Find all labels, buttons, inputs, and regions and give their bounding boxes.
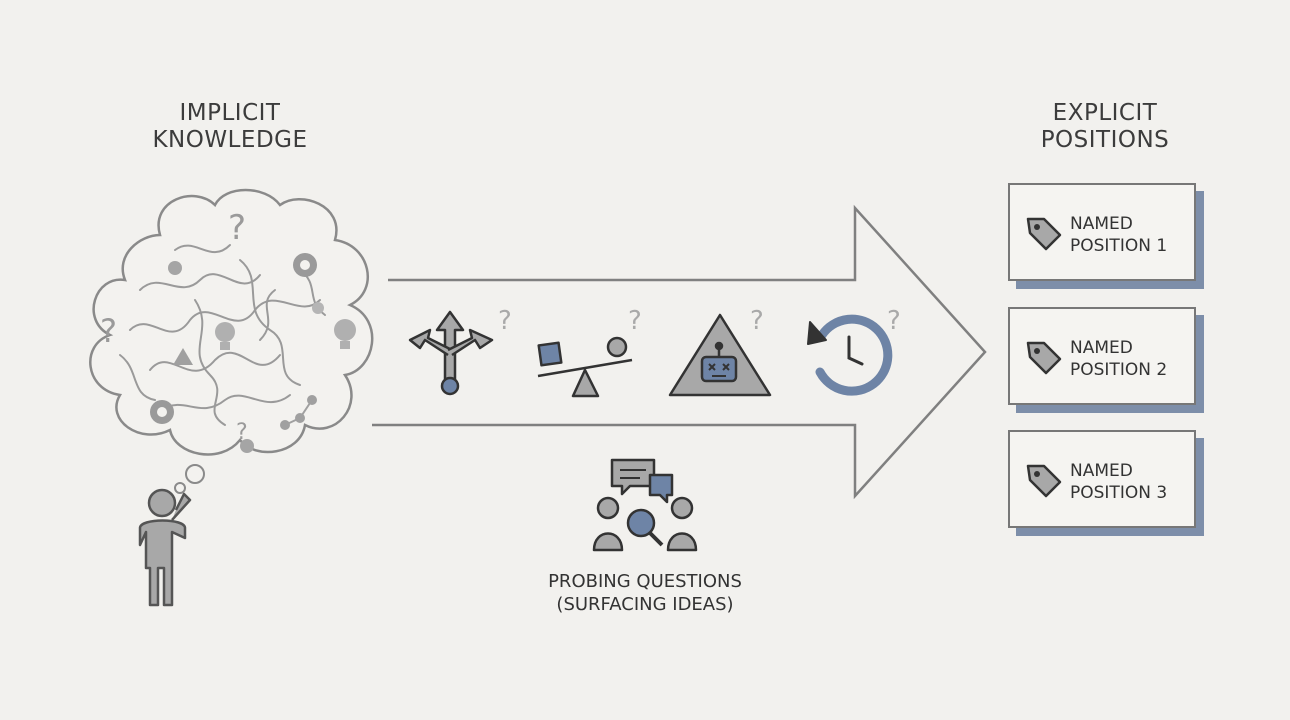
bubble-dot bbox=[312, 302, 324, 314]
lightbulb-icon bbox=[334, 319, 356, 349]
gear-icon bbox=[150, 400, 174, 424]
question-mark: ? bbox=[100, 312, 117, 350]
tag-icon bbox=[1026, 464, 1062, 498]
position-label: NAMED POSITION 2 bbox=[1070, 338, 1168, 380]
network-icon bbox=[280, 395, 317, 430]
probing-questions-icon bbox=[592, 458, 698, 552]
thought-bubble-small bbox=[185, 464, 205, 484]
implicit-knowledge-heading: IMPLICIT KNOWLEDGE bbox=[152, 100, 308, 153]
question-mark: ? bbox=[228, 208, 247, 248]
position-label: NAMED POSITION 1 bbox=[1070, 214, 1168, 256]
explicit-positions-heading: EXPLICIT POSITIONS bbox=[1040, 100, 1170, 153]
probing-questions-label: PROBING QUESTIONS (SURFACING IDEAS) bbox=[548, 571, 742, 615]
clock-history-icon bbox=[807, 314, 893, 396]
question-mark: ? bbox=[236, 420, 248, 445]
thinking-person-icon bbox=[138, 488, 192, 607]
gear-icon bbox=[293, 253, 317, 277]
question-mark: ? bbox=[887, 306, 901, 336]
thought-bubble-tiny bbox=[174, 482, 186, 494]
question-mark: ? bbox=[498, 306, 512, 336]
position-card-3: NAMED POSITION 3 bbox=[1008, 430, 1196, 528]
branching-arrows-icon bbox=[408, 310, 494, 396]
position-label: NAMED POSITION 3 bbox=[1070, 461, 1168, 503]
gear-icon bbox=[168, 261, 182, 275]
seesaw-icon bbox=[537, 336, 633, 398]
lightbulb-icon bbox=[215, 322, 235, 350]
triangle-shape-icon bbox=[173, 348, 193, 365]
question-mark: ? bbox=[750, 306, 764, 336]
position-card-1: NAMED POSITION 1 bbox=[1008, 183, 1196, 281]
tag-icon bbox=[1026, 341, 1062, 375]
position-card-2: NAMED POSITION 2 bbox=[1008, 307, 1196, 405]
tag-icon bbox=[1026, 217, 1062, 251]
thought-cloud bbox=[89, 188, 374, 456]
bubble-dot bbox=[240, 439, 254, 453]
process-arrow bbox=[372, 204, 987, 500]
question-mark: ? bbox=[628, 306, 642, 336]
robot-warning-icon bbox=[668, 313, 772, 397]
